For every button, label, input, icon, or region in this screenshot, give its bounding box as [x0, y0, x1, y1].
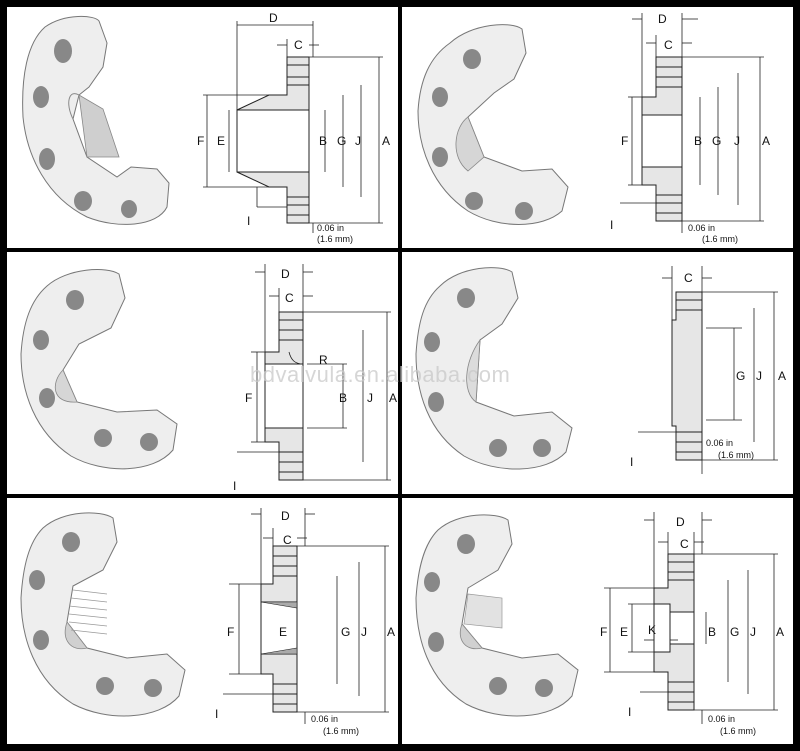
label-a: A	[382, 134, 390, 148]
label-f: F	[245, 391, 252, 405]
label-a: A	[389, 391, 397, 405]
note-mm: (1.6 mm)	[718, 450, 754, 460]
label-i: I	[215, 707, 218, 721]
note-inch: 0.06 in	[311, 714, 338, 724]
label-c: C	[684, 271, 693, 285]
watermark: bdvalvula.en.alibaba.com	[250, 362, 511, 387]
label-d: D	[676, 515, 685, 529]
label-c: C	[294, 38, 303, 52]
panel-blind: C G J A I 0.06 in (1.6 mm)	[402, 252, 793, 494]
panel-threaded: D C F E G J A I 0.06 in (1.6 mm)	[7, 498, 398, 744]
label-a: A	[387, 625, 395, 639]
section-drawing	[203, 21, 383, 233]
section-drawing	[620, 13, 764, 233]
label-c: C	[664, 38, 673, 52]
label-c: C	[285, 291, 294, 305]
note-inch: 0.06 in	[317, 223, 344, 233]
label-j: J	[361, 625, 367, 639]
section-drawing	[638, 266, 778, 474]
label-c: C	[680, 537, 689, 551]
label-e: E	[217, 134, 225, 148]
flange-3d-illustration	[22, 16, 170, 225]
section-drawing	[223, 508, 389, 724]
note-inch: 0.06 in	[706, 438, 733, 448]
label-b: B	[319, 134, 327, 148]
label-i: I	[610, 218, 613, 232]
flange-3d-illustration	[417, 24, 569, 225]
flange-3d-illustration	[20, 269, 178, 470]
label-f: F	[621, 134, 628, 148]
panel-lap-joint: D C R F B J A I	[7, 252, 398, 494]
label-g: G	[337, 134, 346, 148]
section-drawing	[604, 512, 778, 724]
label-b: B	[694, 134, 702, 148]
label-e: E	[620, 625, 628, 639]
label-d: D	[281, 267, 290, 281]
note-inch: 0.06 in	[708, 714, 735, 724]
label-c: C	[283, 533, 292, 547]
label-a: A	[762, 134, 770, 148]
label-f: F	[227, 625, 234, 639]
label-f: F	[600, 625, 607, 639]
label-d: D	[658, 12, 667, 26]
label-g: G	[736, 369, 745, 383]
label-e: E	[279, 625, 287, 639]
label-j: J	[734, 134, 740, 148]
label-f: F	[197, 134, 204, 148]
note-mm: (1.6 mm)	[323, 726, 359, 736]
label-b: B	[708, 625, 716, 639]
label-r: R	[319, 353, 328, 367]
flange-3d-illustration	[415, 267, 573, 470]
flange-3d-illustration	[415, 514, 579, 717]
section-drawing	[237, 264, 391, 481]
note-mm: (1.6 mm)	[317, 234, 353, 244]
label-g: G	[341, 625, 350, 639]
label-j: J	[750, 625, 756, 639]
label-i: I	[247, 214, 250, 228]
label-a: A	[778, 369, 786, 383]
note-mm: (1.6 mm)	[702, 234, 738, 244]
label-j: J	[756, 369, 762, 383]
panel-slip-on: D C F B G J A I 0.06 in (1.6 mm)	[402, 7, 793, 248]
flange-3d-illustration	[20, 512, 186, 717]
label-i: I	[628, 705, 631, 719]
label-k: K	[648, 623, 656, 637]
label-d: D	[281, 509, 290, 523]
label-j: J	[355, 134, 361, 148]
label-g: G	[712, 134, 721, 148]
label-i: I	[233, 479, 236, 493]
note-inch: 0.06 in	[688, 223, 715, 233]
label-a: A	[776, 625, 784, 639]
label-d: D	[269, 11, 278, 25]
panel-weld-neck: D C F E B G J A I 0.06 in (1.6 mm)	[7, 7, 398, 248]
label-j: J	[367, 391, 373, 405]
panel-socket-weld: D C F E K B G J A I 0.06 in (1.6 mm)	[402, 498, 793, 744]
label-b: B	[339, 391, 347, 405]
note-mm: (1.6 mm)	[720, 726, 756, 736]
label-i: I	[630, 455, 633, 469]
label-g: G	[730, 625, 739, 639]
